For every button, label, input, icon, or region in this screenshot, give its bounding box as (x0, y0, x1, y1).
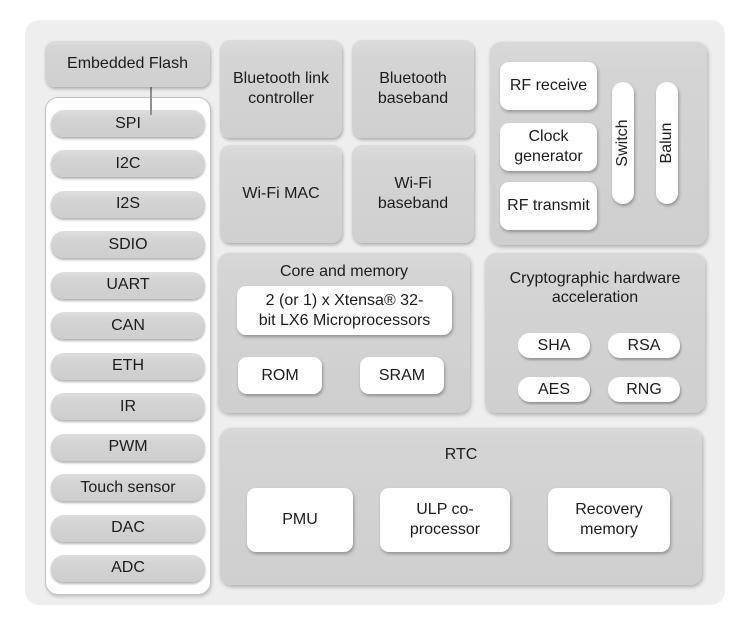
switch-label: Switch (614, 119, 631, 167)
embedded-flash-block: Embedded Flash (45, 41, 210, 87)
peripheral-pill-touch-sensor: Touch sensor (51, 474, 205, 502)
peripheral-pill-adc: ADC (51, 554, 205, 582)
peripheral-pill-i2s: I2S (51, 190, 205, 218)
bluetooth-link-controller-block: Bluetooth link controller (220, 40, 342, 138)
peripheral-panel: SPI I2C I2S SDIO UART CAN ETH IR PWM Tou… (45, 97, 211, 595)
core-memory-section: Core and memory 2 (or 1) x Xtensa® 32- b… (218, 253, 470, 413)
xtensa-cpu-block: 2 (or 1) x Xtensa® 32- bit LX6 Microproc… (237, 286, 452, 335)
clock-generator-block: Clock generator (500, 123, 597, 171)
rf-receive-block: RF receive (500, 62, 597, 110)
bluetooth-baseband-block: Bluetooth baseband (352, 40, 474, 138)
rom-block: ROM (238, 357, 322, 394)
ulp-coprocessor-block: ULP co-processor (380, 488, 510, 552)
peripheral-pill-ir: IR (51, 393, 205, 421)
rf-transmit-block: RF transmit (500, 182, 597, 230)
rtc-title: RTC (444, 446, 478, 463)
sha-block: SHA (518, 333, 590, 358)
crypto-title: Cryptographic hardware acceleration (509, 270, 681, 307)
wifi-baseband-block: Wi-Fi baseband (352, 145, 474, 243)
peripheral-pill-spi: SPI (51, 110, 205, 137)
peripheral-pill-i2c: I2C (51, 150, 205, 178)
rtc-section: RTC PMU ULP co-processor Recovery memory (220, 428, 702, 585)
peripheral-pill-uart: UART (51, 271, 205, 299)
diagram-board: Embedded Flash SPI I2C I2S SDIO UART CAN… (25, 20, 725, 605)
recovery-memory-block: Recovery memory (548, 488, 670, 552)
flash-connector-line (150, 86, 152, 115)
sram-block: SRAM (360, 357, 444, 394)
rsa-block: RSA (608, 333, 680, 358)
crypto-section: Cryptographic hardware acceleration SHA … (485, 253, 705, 413)
peripheral-pill-sdio: SDIO (51, 231, 205, 259)
rng-block: RNG (608, 377, 680, 402)
switch-block: Switch (612, 82, 634, 204)
core-memory-title: Core and memory (279, 263, 409, 280)
pmu-block: PMU (247, 488, 353, 552)
balun-label: Balun (658, 122, 675, 164)
peripheral-pill-pwm: PWM (51, 433, 205, 461)
peripheral-pill-dac: DAC (51, 514, 205, 542)
wifi-mac-block: Wi-Fi MAC (220, 145, 342, 243)
peripheral-pill-eth: ETH (51, 352, 205, 380)
xtensa-cpu-label-line1: 2 (or 1) x Xtensa® 32- (265, 291, 424, 309)
xtensa-cpu-label-line2: bit LX6 Microprocessors (258, 311, 431, 329)
balun-block: Balun (656, 82, 678, 204)
peripheral-pill-can: CAN (51, 312, 205, 340)
aes-block: AES (518, 377, 590, 402)
rf-section: RF receive Clock generator RF transmit S… (490, 42, 707, 245)
